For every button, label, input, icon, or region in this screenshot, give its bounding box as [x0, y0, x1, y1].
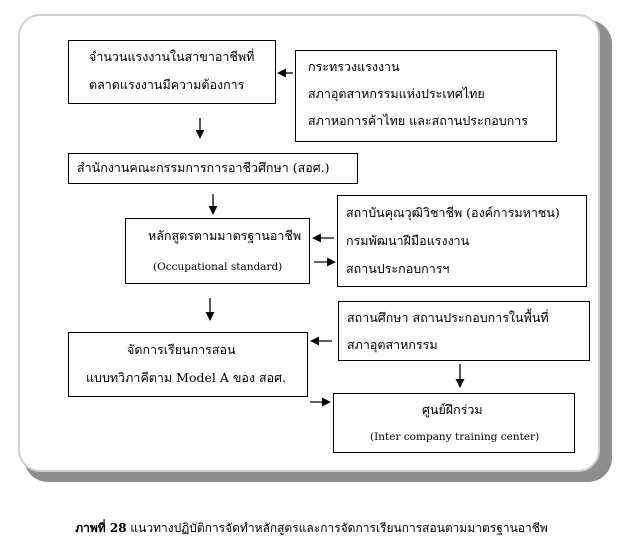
box-labour-sources-line-3: สภาหอการค้าไทย และสถานประกอบการ: [308, 113, 529, 128]
figure-caption: ภาพที่ 28 แนวทางปฏิบัติการจัดทำหลักสูตรแ…: [0, 519, 623, 538]
box-schools-line-1: สถานศึกษา สถานประกอบการในพื้นที่: [347, 310, 549, 325]
box-schools: สถานศึกษา สถานประกอบการในพื้นที่ สภาอุตส…: [338, 301, 590, 361]
box-teaching: จัดการเรียนการสอน แบบทวิภาคีตาม Model A …: [68, 332, 308, 397]
box-labour-demand: จำนวนแรงงานในสาขาอาชีพที่ ตลาดแรงงานมีคว…: [68, 40, 276, 104]
box-ovec: สำนักงานคณะกรรมการการอาชีวศึกษา (สอศ.): [68, 153, 358, 184]
box-labour-sources-line-1: กระทรวงแรงงาน: [308, 59, 400, 74]
box-institutes-line-3: สถานประกอบการฯ: [346, 261, 450, 276]
box-training-center-line-2: (Inter company training center): [370, 431, 540, 443]
box-training-center: ศูนย์ฝึกร่วม (Inter company training cen…: [333, 393, 575, 453]
box-labour-sources: กระทรวงแรงงาน สภาอุตสาหกรรมแห่งประเทศไทย…: [295, 50, 557, 142]
box-labour-demand-line-2: ตลาดแรงงานมีความต้องการ: [89, 77, 245, 92]
box-curriculum-line-1: หลักสูตรตามมาตรฐานอาชีพ: [148, 228, 302, 243]
box-ovec-line-1: สำนักงานคณะกรรมการการอาชีวศึกษา (สอศ.): [77, 160, 330, 175]
box-schools-line-2: สภาอุตสาหกรรม: [347, 337, 438, 352]
box-training-center-line-1: ศูนย์ฝึกร่วม: [422, 402, 483, 417]
box-labour-sources-line-2: สภาอุตสาหกรรมแห่งประเทศไทย: [308, 86, 485, 101]
box-curriculum: หลักสูตรตามมาตรฐานอาชีพ (Occupational st…: [125, 218, 310, 284]
box-institutes-line-1: สถาบันคุณวุฒิวิชาชีพ (องค์การมหาชน): [346, 205, 560, 220]
box-teaching-line-2: แบบทวิภาคีตาม Model A ของ สอศ.: [86, 370, 287, 385]
box-teaching-line-1: จัดการเรียนการสอน: [127, 342, 236, 357]
figure-caption-text: แนวทางปฏิบัติการจัดทำหลักสูตรและการจัดกา…: [130, 521, 548, 535]
box-labour-demand-line-1: จำนวนแรงงานในสาขาอาชีพที่: [89, 49, 255, 64]
box-institutes: สถาบันคุณวุฒิวิชาชีพ (องค์การมหาชน) กรมพ…: [337, 195, 587, 287]
box-curriculum-line-2: (Occupational standard): [153, 261, 283, 273]
box-institutes-line-2: กรมพัฒนาฝีมือแรงงาน: [346, 233, 470, 248]
figure-caption-label: ภาพที่ 28: [75, 521, 127, 535]
